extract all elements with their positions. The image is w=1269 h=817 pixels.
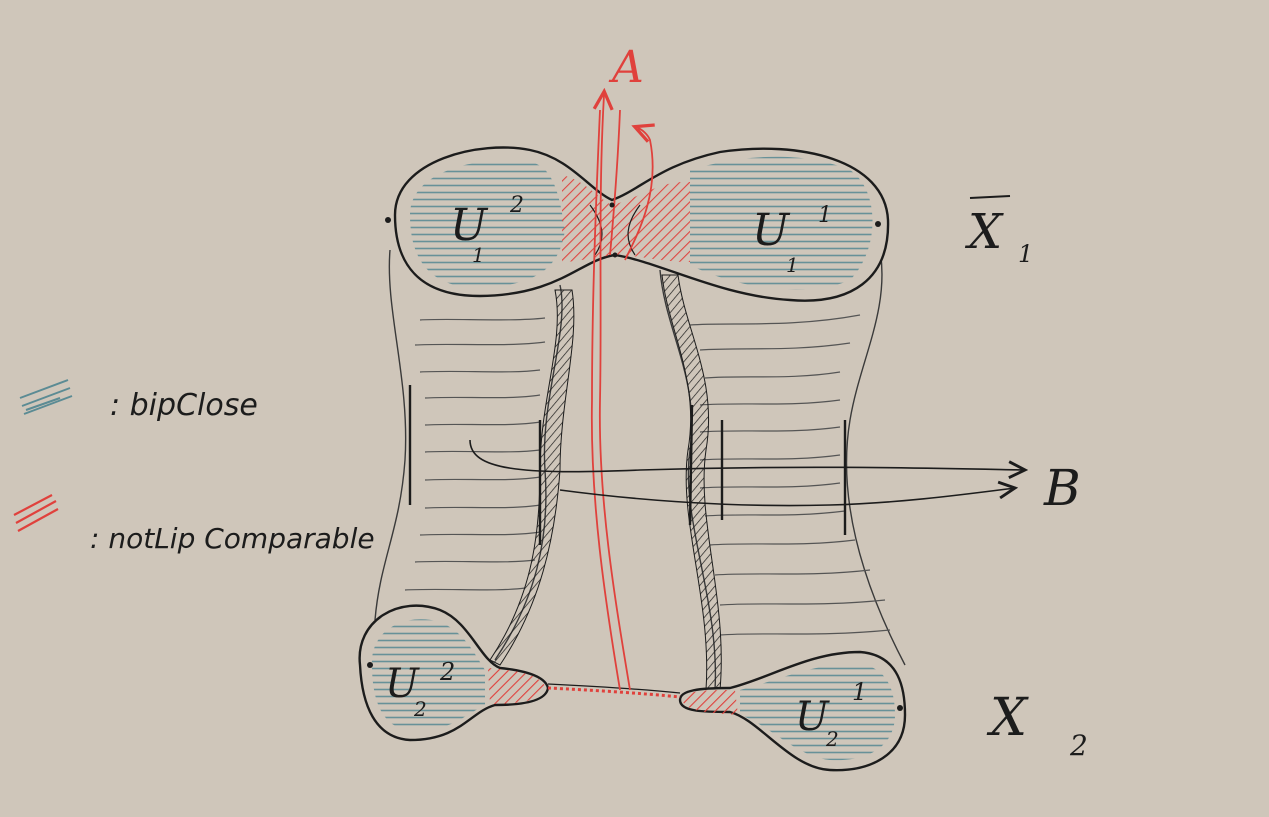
tube-scribbles-right [689,314,891,636]
label-u21-sub: 2 [825,727,839,751]
label-u12-sup: 2 [509,193,524,218]
legend: : bipClose : notLip Comparable [13,379,375,555]
label-x1-bar [969,195,1011,199]
u22-fill [371,619,485,731]
edge-dots [367,202,903,711]
x1-neck-red [562,175,690,262]
label-x1: X [964,204,1004,260]
label-u12: U [450,200,489,251]
legend-label-bipclose: : bipClose [110,388,258,423]
label-u11-sup: 1 [818,203,832,228]
label-x2: X [986,688,1029,748]
tube-scribbles-left [404,317,546,591]
label-u11-sub: 1 [786,253,799,277]
label-x2-sub: 2 [1069,729,1088,762]
u11-fill [690,156,873,290]
x2-red-bridge [547,686,681,699]
label-b: B [1043,459,1081,517]
legend-swatch-bipclose [19,379,73,415]
label-u22: U [385,661,420,707]
label-u21: U [795,694,830,740]
a-arrows [590,95,653,691]
b-boundary-lines [408,385,847,545]
legend-swatch-notlip [13,494,59,532]
u21-fill [740,663,895,761]
label-u22-sup: 2 [439,658,455,686]
label-x1-sub: 1 [1018,240,1033,268]
x2-bridge-outline [547,683,681,694]
x2-right-neck-red [682,690,738,715]
label-u12-sub: 1 [472,243,485,267]
b-arrows [469,439,1025,507]
label-u22-sub: 2 [413,697,427,721]
u12-fill [410,160,565,288]
x1-neck-lines [589,204,641,256]
channel-hatch-left [489,289,575,666]
label-a: A [608,42,644,93]
legend-label-notlip: : notLip Comparable [90,522,375,555]
label-u11: U [752,205,791,256]
label-u21-sup: 1 [852,678,867,706]
x2-left-neck-red [488,668,546,704]
